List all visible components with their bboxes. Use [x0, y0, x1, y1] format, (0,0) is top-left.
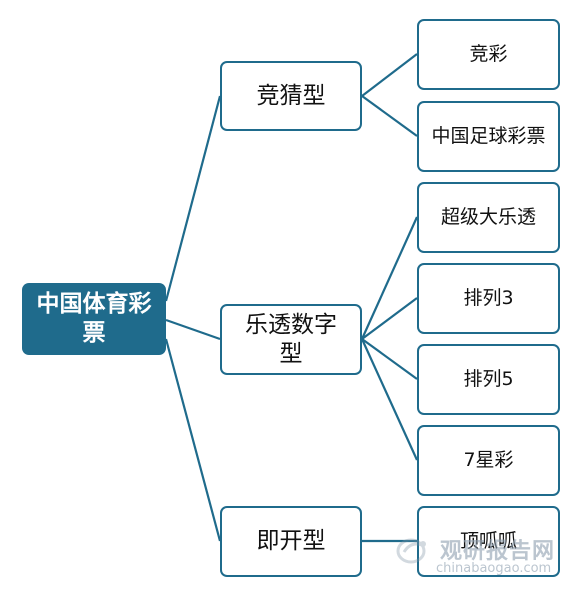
category-node-label: 竞猜型: [256, 82, 326, 109]
leaf-node-pailie-3: 排列3: [417, 263, 560, 334]
connector-category-to-leaf: [361, 338, 418, 380]
leaf-node-label: 顶呱呱: [459, 529, 517, 552]
connector-root-to-category: [165, 318, 221, 341]
connector-category-to-leaf: [361, 95, 418, 137]
leaf-node-dingguagua: 顶呱呱: [417, 506, 560, 577]
category-node-lotto-digit-type: 乐透数字型: [220, 304, 362, 375]
connector-category-to-leaf: [360, 338, 419, 461]
leaf-node-label: 7星彩: [463, 448, 514, 471]
category-node-jingcai-type: 竞猜型: [220, 61, 362, 131]
connector-category-to-leaf: [361, 53, 418, 97]
leaf-node-label: 中国足球彩票: [431, 124, 546, 147]
connector-root-to-category: [164, 338, 222, 542]
leaf-node-pailie-5: 排列5: [417, 344, 560, 415]
leaf-node-china-football-lottery: 中国足球彩票: [417, 101, 560, 172]
leaf-node-label: 排列5: [463, 367, 514, 390]
category-node-instant-type: 即开型: [220, 506, 362, 577]
leaf-node-7-star: 7星彩: [417, 425, 560, 496]
leaf-node-label: 竞彩: [469, 42, 508, 65]
root-node-label: 中国体育彩票: [36, 291, 152, 346]
category-node-label: 即开型: [256, 528, 326, 555]
connector-category-to-leaf: [361, 297, 418, 340]
connector-category-to-leaf: [360, 216, 419, 340]
connector-root-to-category: [164, 95, 222, 302]
category-node-label: 乐透数字型: [245, 311, 337, 367]
root-node: 中国体育彩票: [22, 283, 166, 355]
leaf-node-jingcai: 竞彩: [417, 19, 560, 90]
leaf-node-label: 排列3: [463, 286, 514, 309]
leaf-node-label: 超级大乐透: [440, 205, 536, 228]
leaf-node-super-lotto: 超级大乐透: [417, 182, 560, 253]
